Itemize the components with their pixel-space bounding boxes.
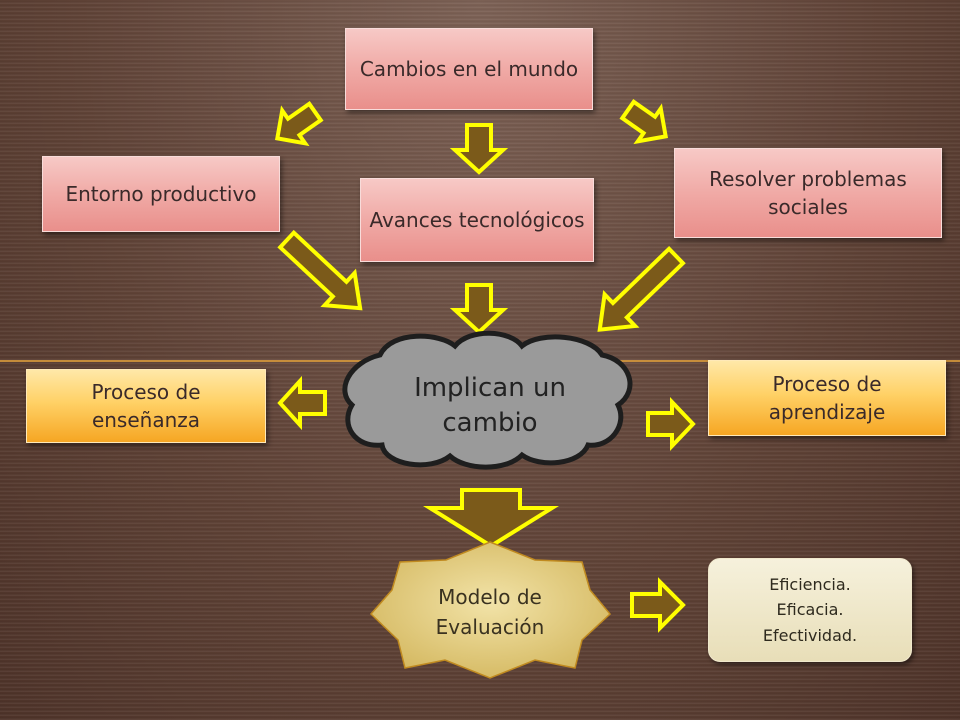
box-aprendizaje-label: Proceso de aprendizaje <box>768 372 886 424</box>
box-cambios-label: Cambios en el mundo <box>359 57 579 81</box>
box-proceso-de-ensenanza: Proceso de enseñanza <box>26 369 266 443</box>
modelo-de-evaluacion-label: Modelo de Evaluación <box>435 585 545 639</box>
box-resultados: Eficiencia. Eficacia. Efectividad. <box>708 558 912 662</box>
arrow-upleft-cambios-entorno <box>275 101 324 147</box>
arrow-down-cloud-modelo <box>423 488 559 549</box>
box-resolver-label: Resolver problemas sociales <box>709 167 907 219</box>
box-cambios-en-el-mundo: Cambios en el mundo <box>345 28 593 110</box>
arrow-down-avances-cloud <box>449 283 509 335</box>
box-entorno-productivo: Entorno productivo <box>42 156 280 232</box>
box-ensenanza-label: Proceso de enseñanza <box>91 380 201 432</box>
cloud-shape <box>342 330 633 470</box>
arrow-resolver-cloud <box>597 245 686 332</box>
box-avances-label: Avances tecnológicos <box>369 208 585 232</box>
result-eficiencia: Eficiencia. <box>769 574 851 594</box>
box-entorno-label: Entorno productivo <box>65 182 257 206</box>
box-avances-tecnologicos: Avances tecnológicos <box>360 178 594 262</box>
arrow-right-cloud-aprendizaje <box>646 397 696 451</box>
box-resolver-problemas-sociales: Resolver problemas sociales <box>674 148 942 238</box>
result-eficacia: Eficacia. <box>776 600 844 620</box>
result-efectividad: Efectividad. <box>762 625 858 645</box>
arrow-down-cambios-avances <box>449 123 509 175</box>
box-proceso-de-aprendizaje: Proceso de aprendizaje <box>708 360 946 436</box>
arrow-left-cloud-ensenanza <box>277 375 327 431</box>
arrow-entorno-cloud <box>277 229 363 311</box>
evaluation-star-shape <box>369 541 612 679</box>
cloud-label: Implican un cambio <box>414 372 566 438</box>
arrow-downright-cambios-resolver <box>619 99 668 145</box>
arrow-right-modelo-resultados <box>630 577 686 633</box>
